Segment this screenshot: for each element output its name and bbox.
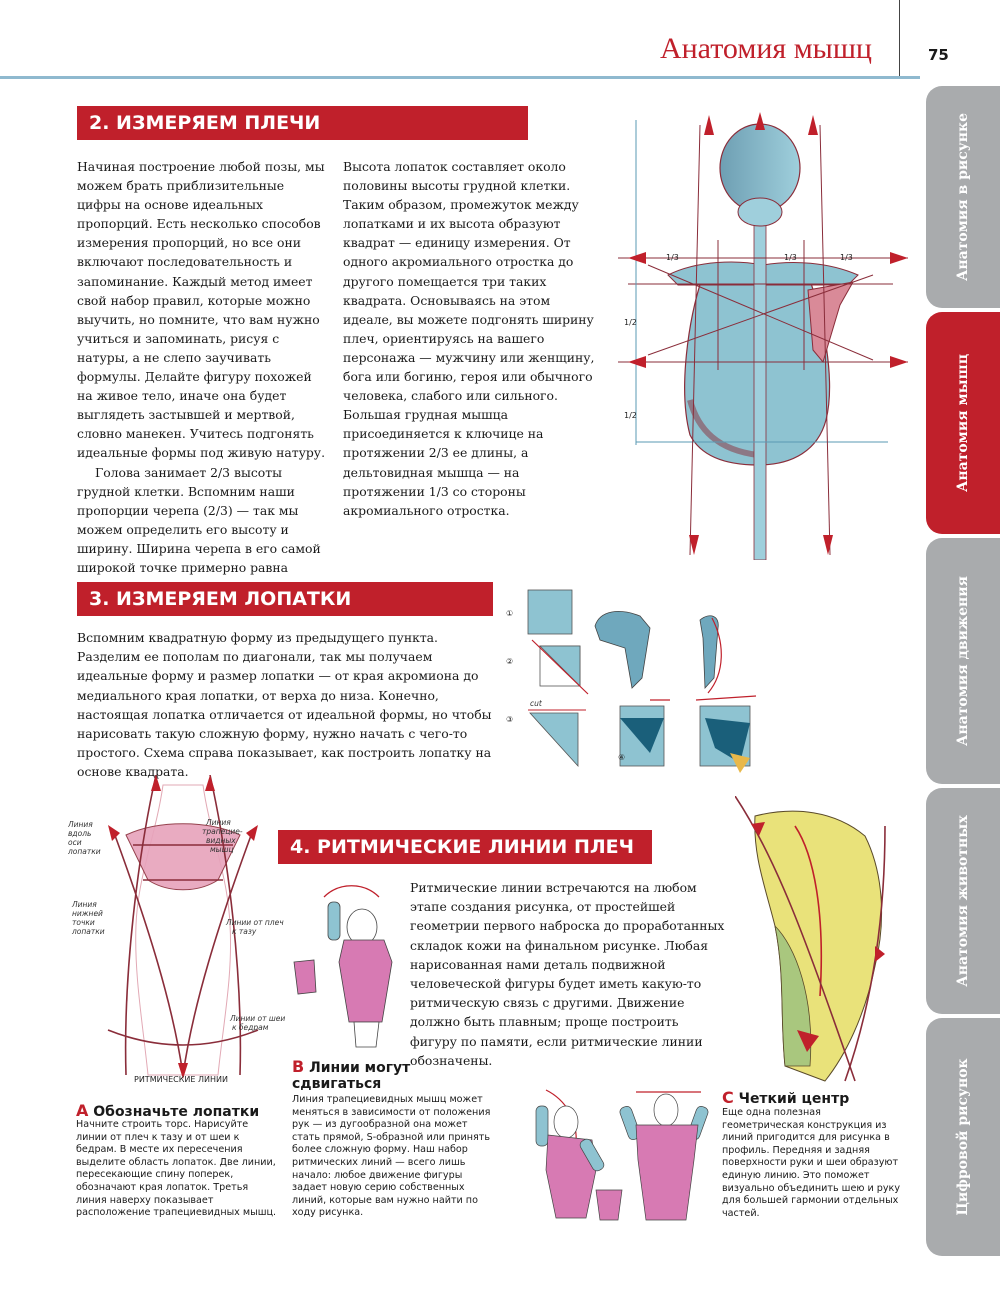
label-half-bottom: 1/2: [624, 411, 637, 420]
section-2-heading: 2. ИЗМЕРЯЕМ ПЛЕЧИ: [77, 106, 528, 140]
caption-c-title: C Четкий центр: [722, 1088, 902, 1108]
chapter-tabs: Анатомия в рисунке Анатомия мышц Анатоми…: [926, 86, 1000, 1256]
label-half-top: 1/2: [624, 318, 637, 327]
header-rule: [0, 76, 920, 79]
section-2-column-1: Начиная построение любой позы, мы можем …: [77, 157, 327, 596]
step-1-number: ①: [506, 609, 513, 618]
paragraph: Вспомним квадратную форму из предыдущего…: [77, 630, 492, 780]
tab-animal-anatomy[interactable]: Анатомия животных: [926, 788, 1000, 1014]
caption-c-text: Еще одна полезная геометрическая констру…: [722, 1107, 900, 1219]
header-divider: [899, 0, 900, 76]
section-4-text: Ритмические линии встречаются на любом э…: [410, 878, 728, 1070]
label-third-right: 1/3: [840, 253, 853, 262]
section-4-heading: 4. РИТМИЧЕСКИЕ ЛИНИИ ПЛЕЧ: [278, 830, 652, 864]
tab-label: Анатомия животных: [955, 815, 971, 987]
caption-c-heading: Четкий центр: [738, 1091, 850, 1107]
label-third-left: 1/3: [666, 253, 679, 262]
cut-label: cut: [530, 699, 543, 708]
step-3-number: ③: [506, 715, 513, 724]
tab-muscle-anatomy[interactable]: Анатомия мышц: [926, 312, 1000, 534]
caption-b-letter: B: [292, 1057, 305, 1076]
tab-label: Анатомия движения: [955, 576, 971, 746]
tab-label: Анатомия в рисунке: [955, 112, 971, 282]
rhythmic-torso-figure: [293, 885, 393, 1048]
section-3-heading: 3. ИЗМЕРЯЕМ ЛОПАТКИ: [77, 582, 493, 616]
tab-movement-anatomy[interactable]: Анатомия движения: [926, 538, 1000, 784]
tab-label: Анатомия мышц: [955, 353, 971, 493]
caption-a-letter: A: [76, 1101, 89, 1120]
caption-b-title: B Линии могут сдвигаться: [292, 1057, 452, 1093]
paragraph: Начиная построение любой позы, мы можем …: [77, 159, 326, 461]
paragraph: Высота лопаток составляет около половины…: [343, 159, 595, 518]
paragraph: Ритмические линии встречаются на любом э…: [410, 880, 725, 1068]
caption-b-heading: Линии могут сдвигаться: [292, 1060, 411, 1092]
caption-a-text: Начните строить торс. Нарисуйте линии от…: [76, 1119, 277, 1219]
paragraph: Голова занимает 2/3 высоты грудной клетк…: [77, 464, 321, 595]
caption-b-text: Линия трапециевидных мышц может меняться…: [292, 1094, 491, 1219]
section-3-text: Вспомним квадратную форму из предыдущего…: [77, 628, 495, 782]
tab-label: Цифровой рисунок: [955, 1058, 971, 1216]
running-title: Анатомия мышц: [659, 32, 872, 65]
caption-c-letter: C: [722, 1088, 734, 1107]
tab-digital-drawing[interactable]: Цифровой рисунок: [926, 1018, 1000, 1256]
step-4-number: ④: [618, 753, 625, 762]
shoulder-measurement-figure: 1/3 1/3 1/3 1/2 1/2: [618, 112, 908, 560]
scapula-construction-figure: ① ② ③ cut ④: [506, 589, 757, 773]
label-third-middle: 1/3: [784, 253, 797, 262]
label-rhythmic-lines: РИТМИЧЕСКИЕ ЛИНИИ: [134, 1075, 228, 1084]
tab-anatomy-in-drawing[interactable]: Анатомия в рисунке: [926, 86, 1000, 308]
caption-a-heading: Обозначьте лопатки: [93, 1104, 260, 1120]
shifting-lines-figures: [535, 1089, 709, 1221]
caption-a-title: A Обозначьте лопатки: [76, 1101, 286, 1121]
step-2-number: ②: [506, 657, 513, 666]
profile-shoulder-figure: [735, 796, 886, 1082]
section-2-column-2: Высота лопаток составляет около половины…: [343, 157, 595, 520]
page-number: 75: [928, 46, 949, 64]
